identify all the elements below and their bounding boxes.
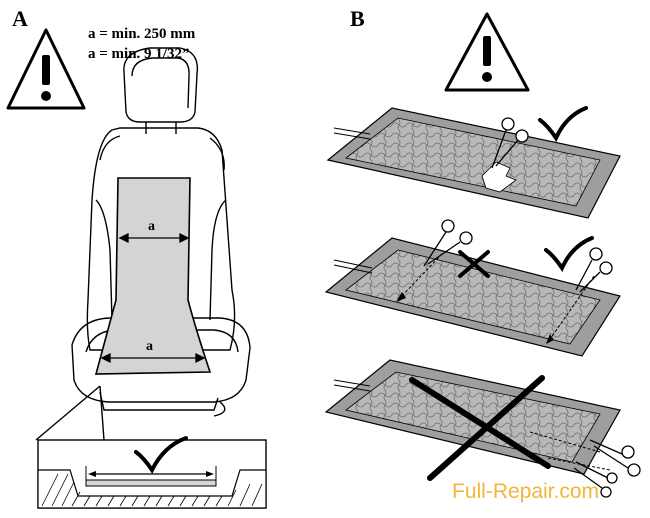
cross-section-detail: [37, 439, 267, 509]
min-width-mm: a = min. 250 mm: [88, 26, 196, 42]
checkmark-icon: [134, 436, 188, 474]
dimension-cushion: [100, 352, 206, 364]
dimension-backrest: [118, 232, 190, 244]
scissors-icon: [573, 439, 641, 498]
scissors-icon: [423, 219, 473, 267]
seat-icon: [35, 47, 251, 441]
heating-mat-2: [324, 237, 621, 357]
scissors-icon: [491, 117, 529, 169]
heater-pad: [94, 177, 212, 375]
cross-icon: [458, 250, 490, 278]
scissors-icon: [575, 247, 613, 293]
panel-b-label: B: [350, 6, 365, 31]
dimension-label-back: a: [148, 219, 155, 234]
watermark: Full-Repair.com: [452, 480, 600, 503]
checkmark-icon: [538, 106, 588, 143]
heating-mat-1: [326, 107, 621, 219]
warning-triangle-icon: [444, 12, 530, 92]
dimension-label-seat: a: [146, 339, 153, 354]
cross-icon: [409, 375, 551, 481]
checkmark-icon: [544, 236, 594, 273]
panel-a-label: A: [12, 6, 28, 31]
warning-triangle-icon: [6, 28, 86, 110]
